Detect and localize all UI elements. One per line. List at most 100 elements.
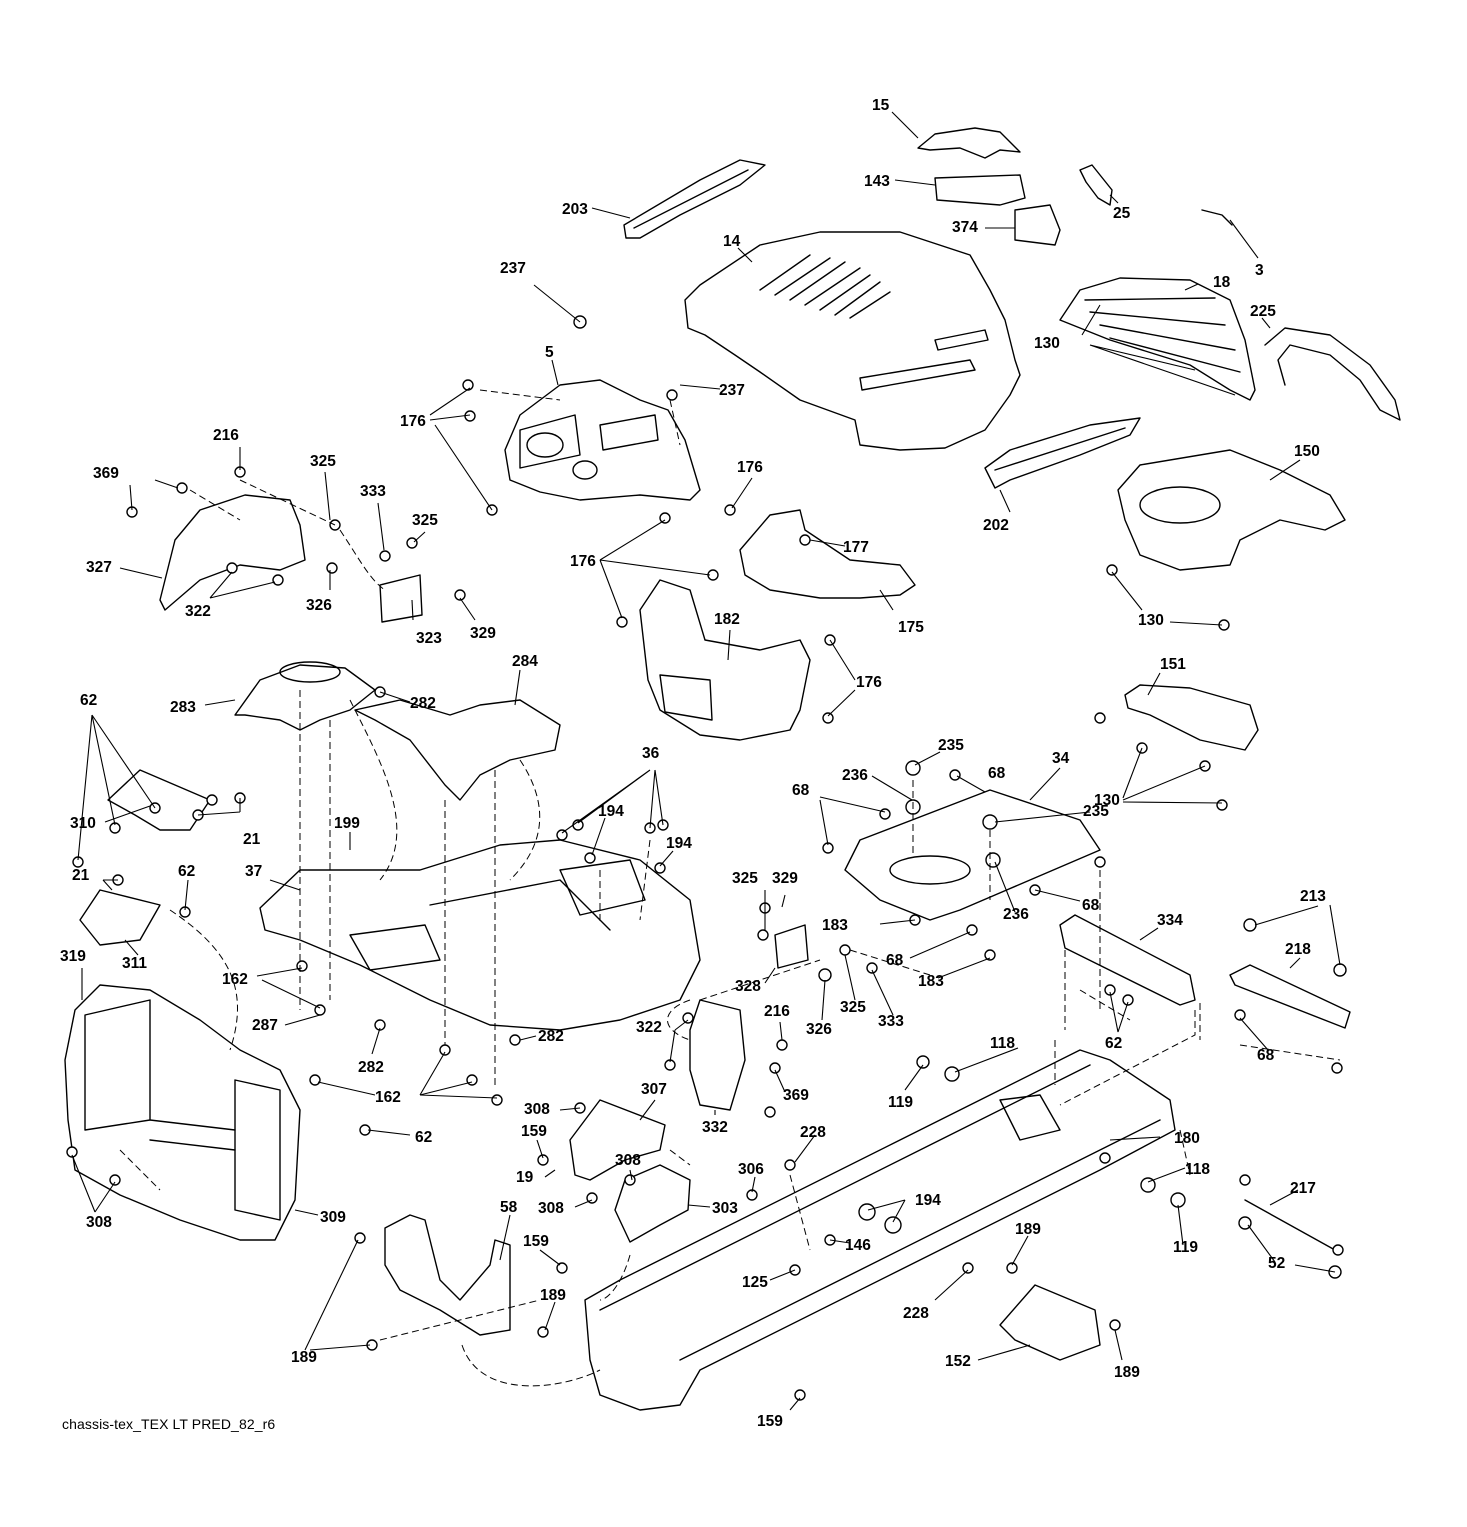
part-34-plate bbox=[844, 789, 1101, 921]
callout: 303 bbox=[712, 1200, 738, 1217]
part-283-fender bbox=[234, 664, 376, 731]
part-25-bracket bbox=[1079, 164, 1113, 206]
callout: 130 bbox=[1034, 335, 1060, 352]
callout: 322 bbox=[636, 1019, 662, 1036]
callout: 189 bbox=[1015, 1221, 1041, 1238]
callout: 62 bbox=[415, 1129, 432, 1146]
callout: 189 bbox=[540, 1287, 566, 1304]
callout: 306 bbox=[738, 1161, 764, 1178]
callout: 308 bbox=[524, 1101, 550, 1118]
part-202-grille bbox=[984, 417, 1141, 489]
callout: 333 bbox=[360, 483, 386, 500]
callout: 130 bbox=[1094, 792, 1120, 809]
fasteners bbox=[66, 315, 1347, 1401]
callout: 319 bbox=[60, 948, 86, 965]
callout: 58 bbox=[500, 1199, 518, 1216]
callout: 34 bbox=[1052, 750, 1070, 767]
callout: 159 bbox=[523, 1233, 549, 1250]
callout: 374 bbox=[952, 219, 978, 236]
callout: 159 bbox=[521, 1123, 547, 1140]
callout: 15 bbox=[872, 97, 890, 114]
callout: 326 bbox=[306, 597, 332, 614]
part-217-rod bbox=[1244, 1199, 1336, 1251]
part-328-bracket bbox=[774, 924, 809, 969]
callout: 282 bbox=[410, 695, 436, 712]
part-15-trim bbox=[917, 127, 1021, 159]
part-152-plate bbox=[999, 1284, 1101, 1361]
callout: 225 bbox=[1250, 303, 1276, 320]
part-374-block bbox=[1014, 204, 1061, 246]
part-307-plate bbox=[569, 1099, 666, 1181]
leader-lines bbox=[71, 111, 1341, 1411]
callout: 323 bbox=[416, 630, 442, 647]
callout: 325 bbox=[310, 453, 336, 470]
callout: 328 bbox=[735, 978, 761, 995]
callout: 150 bbox=[1294, 443, 1320, 460]
callout: 152 bbox=[945, 1353, 971, 1370]
callout: 282 bbox=[538, 1028, 564, 1045]
callout: 327 bbox=[86, 559, 112, 576]
part-37-body bbox=[259, 839, 701, 1031]
callout: 284 bbox=[512, 653, 538, 670]
part-309-front-bumper bbox=[64, 984, 301, 1241]
callout: 118 bbox=[1185, 1161, 1210, 1178]
callout: 37 bbox=[245, 863, 262, 880]
callout: 68 bbox=[886, 952, 904, 969]
part-14-hood bbox=[684, 231, 1021, 451]
callout: 194 bbox=[598, 803, 624, 820]
part-58-bracket bbox=[384, 1214, 511, 1336]
callout: 326 bbox=[806, 1021, 832, 1038]
part-175-bracket bbox=[739, 509, 916, 599]
callout: 194 bbox=[915, 1192, 941, 1209]
callout: 235 bbox=[1083, 803, 1109, 820]
callout: 307 bbox=[641, 1081, 667, 1098]
callout: 308 bbox=[615, 1152, 641, 1169]
part-143-block bbox=[934, 174, 1026, 206]
callout: 194 bbox=[666, 835, 692, 852]
callout: 36 bbox=[642, 745, 660, 762]
part-180-frame bbox=[584, 1049, 1176, 1411]
callout-labels: 15 143 203 14 374 25 3 237 18 225 130 5 … bbox=[60, 97, 1326, 1430]
callout: 182 bbox=[714, 611, 740, 628]
callout: 62 bbox=[1105, 1035, 1122, 1052]
callout: 62 bbox=[80, 692, 97, 709]
callout: 159 bbox=[757, 1413, 783, 1430]
callout: 176 bbox=[856, 674, 882, 691]
part-327-panel bbox=[159, 494, 306, 611]
callout: 68 bbox=[1082, 897, 1100, 914]
callout: 329 bbox=[470, 625, 496, 642]
callout: 325 bbox=[412, 512, 438, 529]
callout: 21 bbox=[72, 867, 90, 884]
callout: 237 bbox=[500, 260, 526, 277]
callout: 308 bbox=[86, 1214, 112, 1231]
callout: 216 bbox=[764, 1003, 790, 1020]
part-18-nose bbox=[1059, 277, 1256, 401]
callout: 143 bbox=[864, 173, 890, 190]
callout: 308 bbox=[538, 1200, 564, 1217]
callout: 119 bbox=[1173, 1239, 1198, 1256]
callout: 237 bbox=[719, 382, 745, 399]
part-323-bracket bbox=[379, 574, 423, 623]
callout: 130 bbox=[1138, 612, 1164, 629]
part-310-bracket bbox=[107, 769, 211, 831]
callout: 125 bbox=[742, 1274, 768, 1291]
callout: 119 bbox=[888, 1094, 913, 1111]
part-150-baffle bbox=[1117, 449, 1346, 571]
callout: 162 bbox=[375, 1089, 401, 1106]
callout: 18 bbox=[1213, 274, 1231, 291]
part-3-strip bbox=[1201, 209, 1233, 226]
callout: 68 bbox=[1257, 1047, 1275, 1064]
part-311-bracket bbox=[79, 889, 161, 946]
callout: 309 bbox=[320, 1209, 346, 1226]
callout: 322 bbox=[185, 603, 211, 620]
callout: 310 bbox=[70, 815, 96, 832]
part-334-bar bbox=[1059, 914, 1196, 1006]
part-225-trim bbox=[1264, 327, 1401, 421]
callout: 14 bbox=[723, 233, 741, 250]
callout: 25 bbox=[1113, 205, 1131, 222]
part-284-seat bbox=[354, 699, 561, 801]
callout: 217 bbox=[1290, 1180, 1316, 1197]
callout: 236 bbox=[842, 767, 868, 784]
callout: 176 bbox=[570, 553, 596, 570]
